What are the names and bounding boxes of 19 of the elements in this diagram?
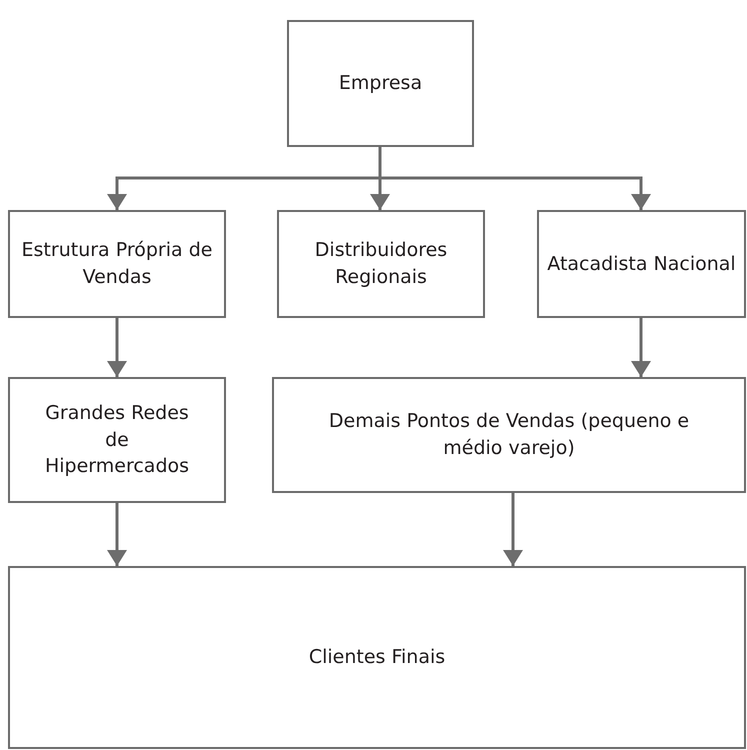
process-box [287,20,474,147]
arrow [378,147,651,210]
arrow [631,318,651,377]
box-label: Estrutura Própria de Vendas [20,238,214,290]
process-box [8,377,226,503]
box-label: Empresa [338,71,422,96]
box-label: Clientes Finais [308,645,446,670]
box-label: Distribuidores Regionais [314,238,448,290]
process-box [8,566,746,749]
box-label: Demais Pontos de Vendas (pequeno e médio varejo) [328,409,690,461]
arrow [107,318,127,377]
process-box [8,210,226,318]
arrow [503,493,523,566]
box-label: Grandes Redes de Hipermercados [44,401,190,480]
box-label: Atacadista Nacional [547,252,736,277]
process-box [277,210,485,318]
arrow [107,503,127,566]
process-box [272,377,746,493]
process-box [537,210,746,318]
